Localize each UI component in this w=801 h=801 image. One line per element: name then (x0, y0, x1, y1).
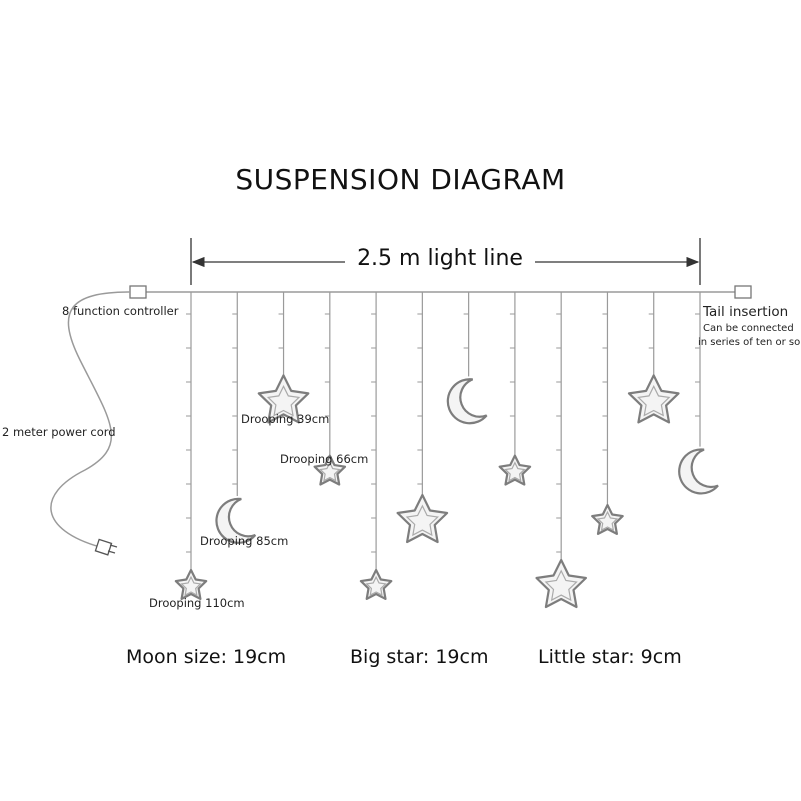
little-star-icon (313, 454, 347, 486)
drop-label-85: Drooping 85cm (200, 534, 289, 548)
little-star-icon (498, 454, 532, 486)
big-star-icon (396, 493, 449, 544)
drop-label-66: Drooping 66cm (280, 452, 369, 466)
drop-label-110: Drooping 110cm (149, 596, 245, 610)
strand-group (174, 292, 719, 609)
tail-box (734, 285, 752, 299)
moon-icon (678, 448, 719, 495)
controller-label: 8 function controller (62, 304, 179, 318)
power-cord-label: 2 meter power cord (2, 425, 116, 439)
legend-little-star: Little star: 9cm (538, 646, 682, 668)
tail-note-line1: Can be connected (703, 323, 794, 334)
moon-icon (215, 497, 257, 544)
plug-icon (94, 538, 118, 556)
big-star-icon (627, 374, 680, 424)
little-star-icon (359, 568, 393, 600)
drop-label-39: Drooping 39cm (241, 412, 330, 426)
legend-big-star: Big star: 19cm (350, 646, 489, 668)
controller-box (129, 285, 147, 299)
page-title: SUSPENSION DIAGRAM (235, 163, 566, 196)
big-star-icon (535, 558, 587, 609)
little-star-icon (174, 568, 208, 600)
big-star-icon (257, 374, 310, 424)
tail-insertion-label: Tail insertion (703, 304, 789, 320)
tail-note-line2: in series of ten or so (698, 337, 801, 348)
moon-icon (446, 378, 488, 425)
little-star-icon (591, 503, 624, 535)
light-line-length-label: 2.5 m light line (345, 246, 535, 271)
power-cord (50, 291, 131, 548)
legend-moon: Moon size: 19cm (126, 646, 287, 668)
